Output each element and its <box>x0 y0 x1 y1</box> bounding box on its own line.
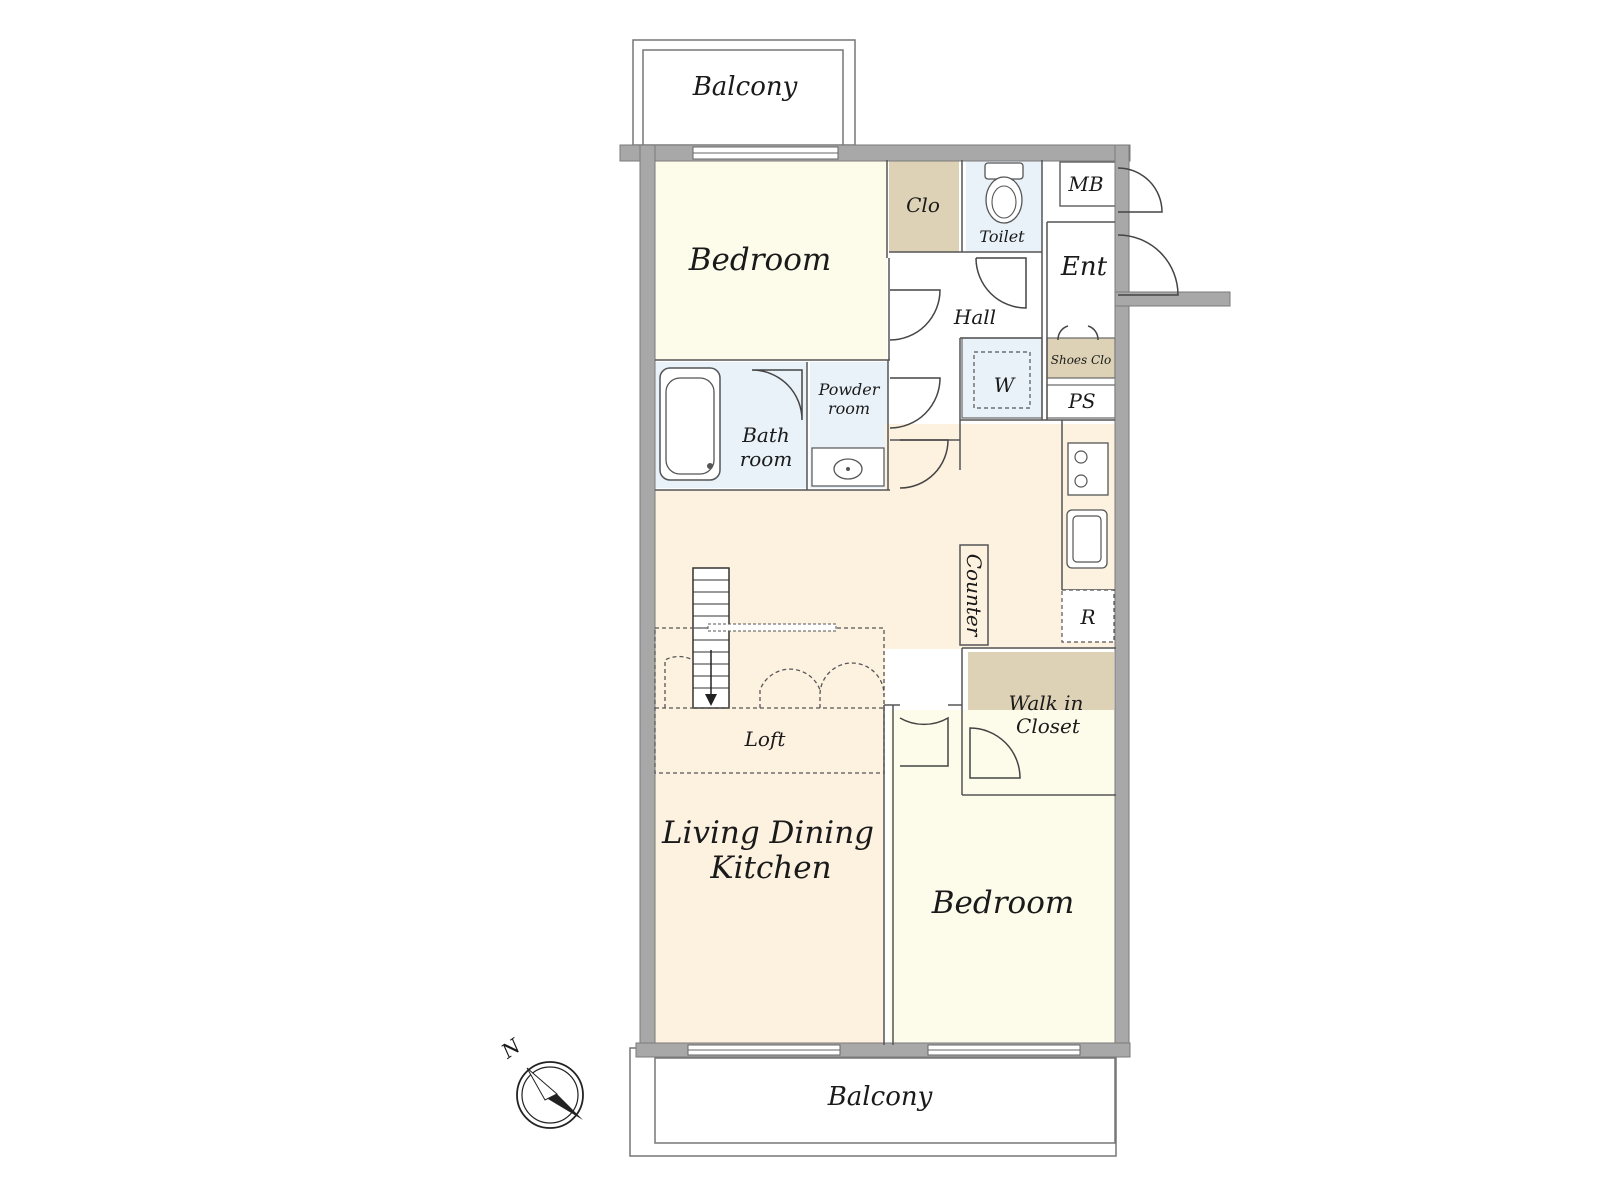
hall-label: Hall <box>953 305 996 329</box>
bedroom-lower <box>890 710 1116 1045</box>
counter-label: Counter <box>962 554 986 638</box>
meter-box-label: MB <box>1067 172 1103 196</box>
loft-stairs <box>692 567 730 709</box>
counter <box>959 544 989 646</box>
washer-label: W <box>994 373 1016 397</box>
bedroom-lower-label: Bedroom <box>931 885 1075 921</box>
windows <box>687 146 1081 1056</box>
balcony-top <box>632 39 856 146</box>
bath-room-label-2: room <box>740 447 793 471</box>
powder-room-label-2: room <box>828 399 870 418</box>
shoes-closet-label: Shoes Clo <box>1051 353 1112 367</box>
closet-label: Clo <box>906 193 940 217</box>
balcony-bottom-label: Balcony <box>827 1082 933 1112</box>
ldk-area <box>655 490 885 1045</box>
loft-label: Loft <box>744 727 787 751</box>
doors <box>751 167 1179 779</box>
bathtub <box>659 367 721 481</box>
toilet-fixture <box>984 162 1024 224</box>
bedroom-upper-label: Bedroom <box>688 242 832 278</box>
hall <box>890 258 1030 342</box>
kitchen-appliances <box>1061 442 1115 643</box>
ldk-label-1: Living Dining <box>661 815 874 851</box>
bath-room-label-1: Bath <box>741 423 790 447</box>
meter-box <box>1059 161 1121 207</box>
balcony-top-label: Balcony <box>692 72 798 102</box>
interior-walls <box>655 160 1116 1045</box>
loft-outline <box>654 623 885 774</box>
washbasin <box>811 447 885 487</box>
compass-north-label: N <box>496 1033 526 1064</box>
powder-room-label-1: Powder <box>818 380 881 399</box>
toilet-label: Toilet <box>979 227 1025 246</box>
compass: N <box>496 1033 584 1129</box>
ldk-label-2: Kitchen <box>709 850 831 886</box>
closet <box>889 160 959 252</box>
refrigerator-label: R <box>1079 605 1095 629</box>
pipe-space-label: PS <box>1067 389 1095 413</box>
washer-pan <box>973 351 1031 409</box>
entrance <box>1047 222 1117 334</box>
walk-in-closet-label-2: Closet <box>1016 714 1081 738</box>
shoes-closet <box>1046 337 1116 379</box>
entrance-label: Ent <box>1060 252 1108 282</box>
washer-area <box>961 337 1043 419</box>
bedroom-upper <box>655 160 887 360</box>
walk-in-closet-label-1: Walk in <box>1009 691 1084 715</box>
